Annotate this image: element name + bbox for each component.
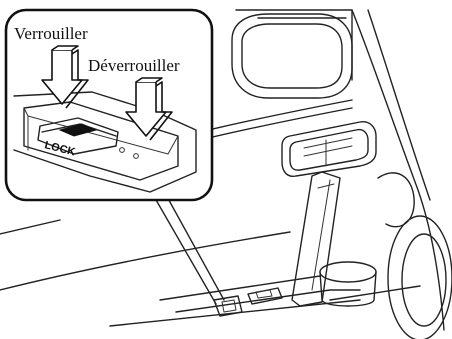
speaker [388, 216, 452, 339]
door-handle [282, 122, 376, 177]
callout-leader [148, 184, 224, 304]
cup-holder [320, 262, 376, 306]
lock-label: Verrouiller [14, 24, 88, 43]
callout-box: Verrouiller Déverrouiller LOCK [6, 10, 212, 200]
side-mirror [232, 14, 352, 98]
unlock-label: Déverrouiller [88, 56, 180, 75]
armrest-grip [292, 172, 340, 306]
